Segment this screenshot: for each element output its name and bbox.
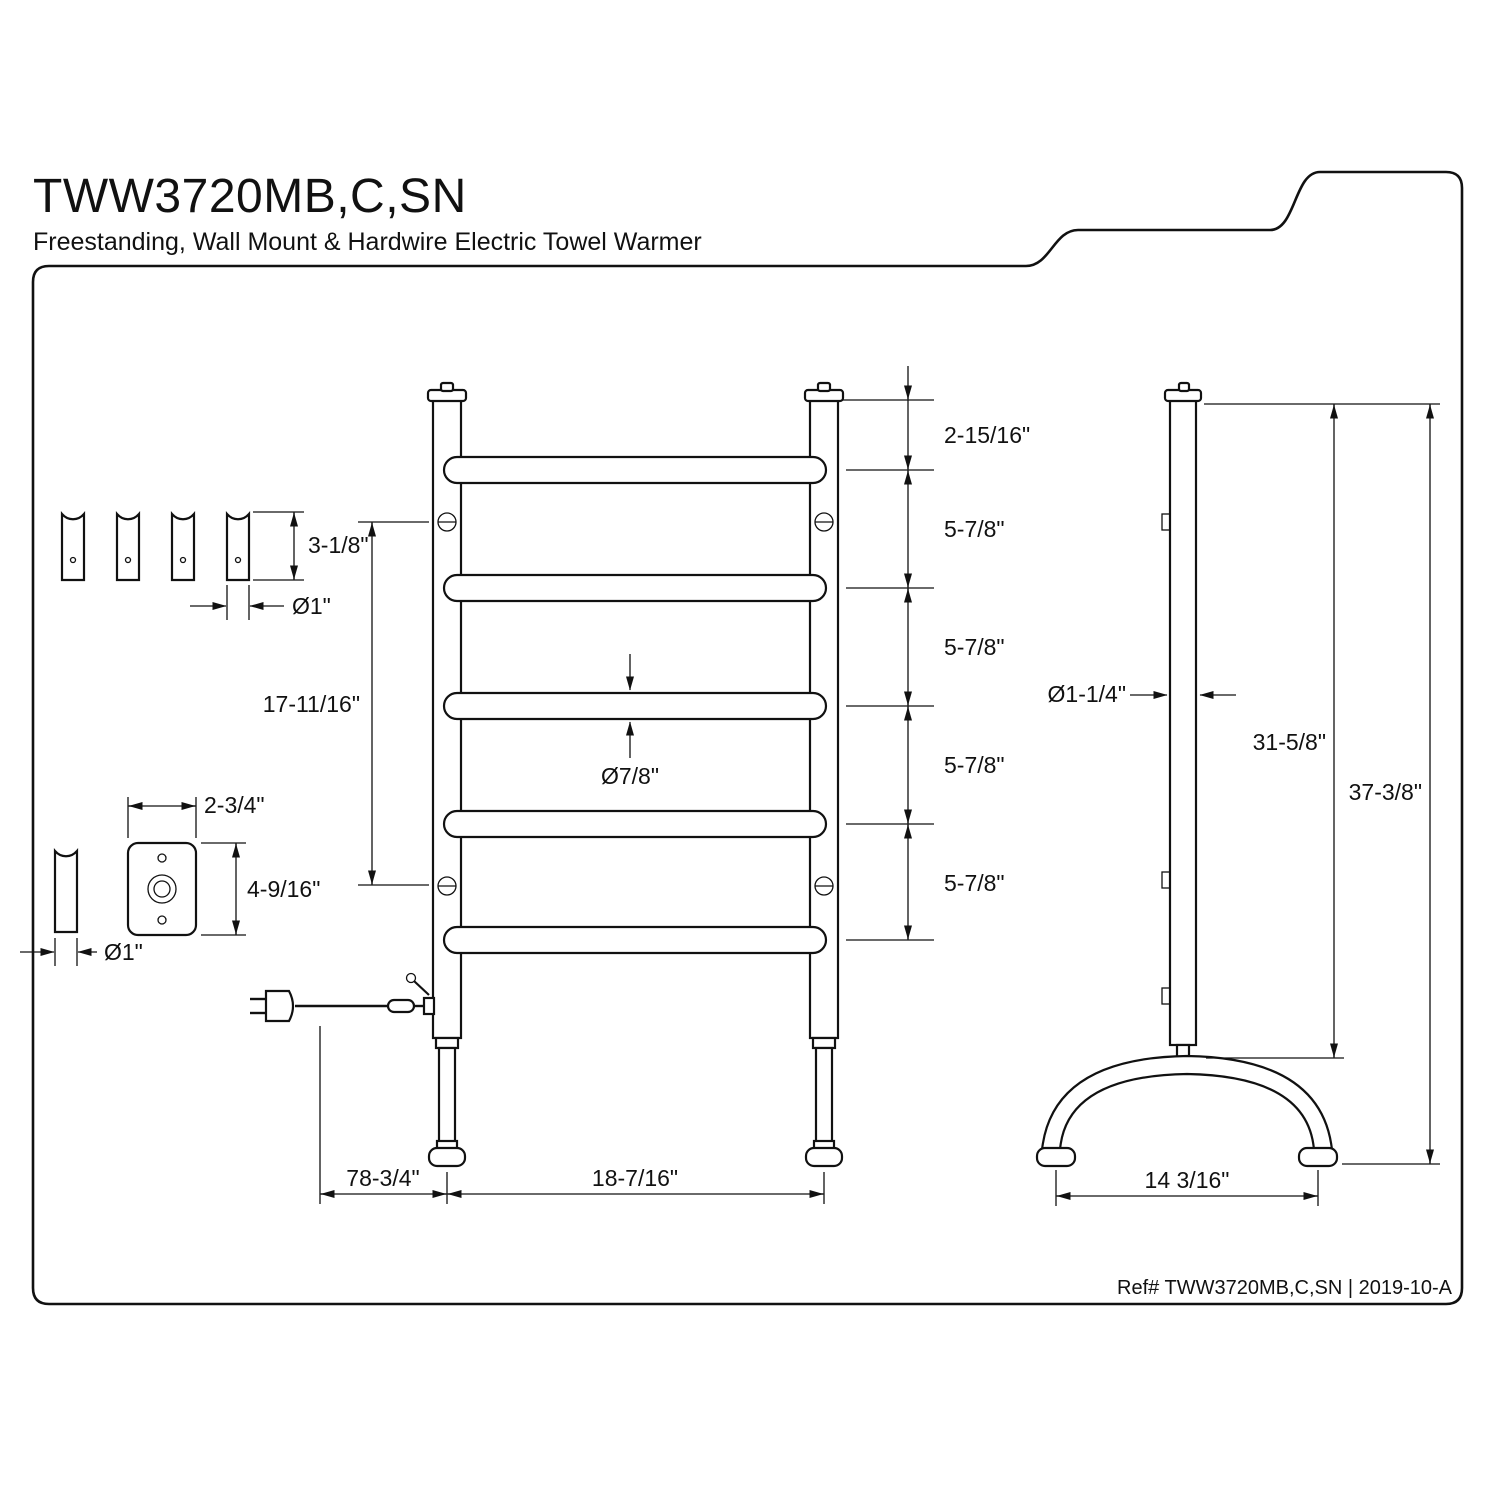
left-leg-collar [434, 1036, 460, 1050]
bracket-piece [115, 511, 141, 582]
towel-bar-1 [442, 455, 828, 485]
right-leg [814, 1046, 834, 1146]
side-view: Ø1-1/4" 31-5/8" 37-3/8" 14 3/16" [1035, 381, 1440, 1206]
switch-lever [413, 980, 430, 996]
towel-bar-4 [442, 809, 828, 839]
footer-ref: Ref# TWW3720MB,C,SN | 2019-10-A [1117, 1277, 1453, 1299]
bracket-piece [60, 511, 86, 582]
front-view: 2-15/16" 5-7/8" 5-7/8" 5-7/8" 5-7/8" 17-… [250, 366, 1030, 1204]
dim-base-width: 14 3/16" [1145, 1167, 1230, 1193]
dim-top-to-first-bar: 2-15/16" [944, 422, 1030, 448]
bracket-piece [225, 511, 251, 582]
dim-bar-diameter: Ø7/8" [601, 763, 659, 789]
sheet-border [31, 170, 1464, 1306]
bracket-hole [179, 556, 187, 564]
dim-plate-post-diameter: Ø1" [104, 939, 143, 965]
switch-knob [405, 972, 417, 984]
plate-screw-hole [157, 915, 167, 925]
dim-height-to-base: 31-5/8" [1253, 729, 1326, 755]
cord-connector [386, 998, 416, 1014]
right-leg-collar [811, 1036, 837, 1050]
towel-bar-2 [442, 573, 828, 603]
dim-post-diameter: Ø1-1/4" [1048, 681, 1126, 707]
side-post-nub [1177, 381, 1191, 393]
left-post-nub [439, 381, 455, 393]
bracket-hole [124, 556, 132, 564]
towel-bar-5 [442, 925, 828, 955]
left-leg [437, 1046, 457, 1146]
wall-plate-detail: 2-3/4" 4-9/16" Ø1" [20, 792, 320, 966]
dim-plate-height: 4-9/16" [247, 876, 320, 902]
wall-plate [126, 841, 198, 937]
dim-bar-spacing-1: 5-7/8" [944, 516, 1005, 542]
bracket-piece [170, 511, 196, 582]
base-foot [1297, 1146, 1339, 1168]
bracket-hole [234, 556, 242, 564]
plate-socket-outer [147, 874, 177, 904]
dim-plate-width: 2-3/4" [204, 792, 265, 818]
right-foot [804, 1146, 844, 1168]
bracket-hole [69, 556, 77, 564]
wall-bracket-detail: 3-1/8" Ø1" [60, 511, 369, 620]
power-cord [250, 972, 436, 1023]
page-title: TWW3720MB,C,SN [33, 170, 467, 223]
mount-tab [1161, 987, 1171, 1005]
mount-tab [1161, 871, 1171, 889]
mount-tab [1161, 513, 1171, 531]
bar-diameter-callout: Ø7/8" [601, 654, 659, 789]
dim-mount-hole-spacing: 17-11/16" [263, 691, 360, 717]
base-arch [1040, 1054, 1334, 1152]
plug-icon [264, 989, 295, 1023]
page-subtitle: Freestanding, Wall Mount & Hardwire Elec… [33, 228, 702, 256]
plate-screw-hole [157, 853, 167, 863]
right-post-nub [816, 381, 832, 393]
bracket-piece [53, 848, 79, 934]
dim-bar-spacing-3: 5-7/8" [944, 752, 1005, 778]
towel-bar-3 [442, 691, 828, 721]
plate-socket-inner [153, 880, 171, 898]
left-foot [427, 1146, 467, 1168]
dim-bracket-diameter: Ø1" [292, 593, 331, 619]
cord-fitting [422, 996, 436, 1016]
dim-bar-spacing-2: 5-7/8" [944, 634, 1005, 660]
side-post [1168, 398, 1198, 1047]
dim-bracket-height: 3-1/8" [308, 532, 369, 558]
front-left-dimension: 17-11/16" [263, 521, 429, 886]
dim-overall-width: 18-7/16" [592, 1165, 678, 1191]
base-foot [1035, 1146, 1077, 1168]
front-right-dimensions: 2-15/16" 5-7/8" 5-7/8" 5-7/8" 5-7/8" [842, 366, 1030, 941]
dim-cord-length: 78-3/4" [346, 1165, 419, 1191]
dim-overall-height: 37-3/8" [1349, 779, 1422, 805]
dim-bar-spacing-4: 5-7/8" [944, 870, 1005, 896]
front-bottom-dimensions: 78-3/4" 18-7/16" [319, 1026, 825, 1204]
